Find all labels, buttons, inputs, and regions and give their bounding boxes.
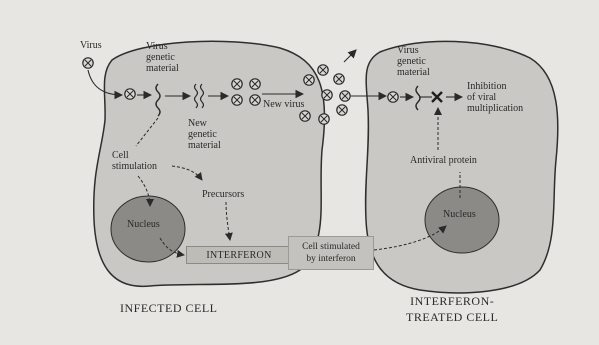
cell-stimulation-label: Cell stimulation <box>112 150 157 172</box>
virus-particle-icon <box>318 65 328 75</box>
interferon-label: INTERFERON <box>187 250 291 261</box>
inhibition-label: Inhibition of viral multiplication <box>467 81 523 114</box>
virus-particle-icon <box>83 58 93 68</box>
virus-particle-icon <box>304 75 314 85</box>
infected-cell-caption: INFECTED CELL <box>120 300 218 316</box>
virus-genetic-material-label-left: Virus genetic material <box>146 41 179 74</box>
virus-particle-icon <box>250 95 260 105</box>
new-genetic-material-label: New genetic material <box>188 118 221 151</box>
precursors-label: Precursors <box>202 189 244 200</box>
virus-particle-icon <box>125 89 135 99</box>
nucleus-left-label: Nucleus <box>127 219 160 230</box>
virus-genetic-material-label-right: Virus genetic material <box>397 45 430 78</box>
virus-particle-icon <box>300 111 310 121</box>
virus-particle-icon <box>334 74 344 84</box>
virus-particle-icon <box>322 90 332 100</box>
virus-particle-icon <box>250 79 260 89</box>
antiviral-protein-label: Antiviral protein <box>410 155 477 166</box>
virus-particle-icon <box>232 95 242 105</box>
virus-label: Virus <box>80 40 102 51</box>
interferon-box: INTERFERON <box>186 246 292 264</box>
treated-cell-membrane <box>366 41 558 293</box>
virus-particle-icon <box>340 91 350 101</box>
virus-particle-icon <box>388 92 398 102</box>
cell-stimulated-label: Cell stimulated by interferon <box>289 241 373 265</box>
nucleus-right-label: Nucleus <box>443 209 476 220</box>
virus-particle-icon <box>337 105 347 115</box>
virus-particle-icon <box>319 114 329 124</box>
nucleus-right-shape <box>425 187 499 253</box>
new-virus-label: New virus <box>263 99 304 110</box>
virus-particle-icon <box>232 79 242 89</box>
treated-cell-caption: INTERFERON- TREATED CELL <box>406 293 498 325</box>
cell-stimulated-box: Cell stimulated by interferon <box>288 236 374 270</box>
